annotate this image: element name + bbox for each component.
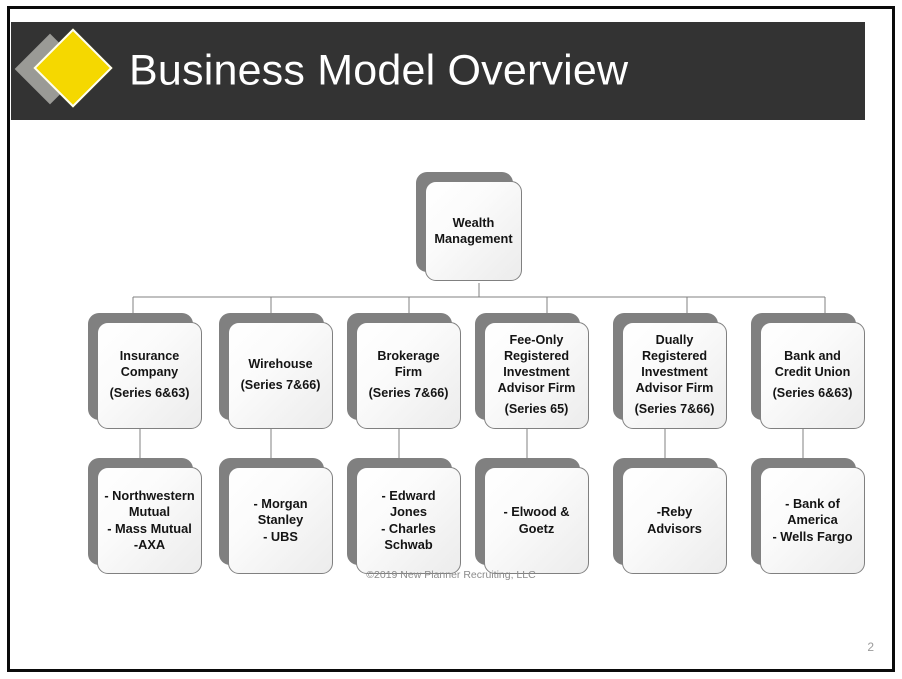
- node-face: - Bank of America - Wells Fargo: [760, 467, 865, 574]
- node-bank-credit-union[interactable]: Bank and Credit Union (Series 6&63): [751, 313, 865, 429]
- node-label: Bank and Credit Union (Series 6&63): [766, 349, 859, 402]
- node-title: Insurance Company: [119, 349, 180, 379]
- node-face: Brokerage Firm (Series 7&66): [356, 322, 461, 429]
- node-label: Wealth Management: [434, 214, 513, 246]
- page-number: 2: [867, 640, 874, 654]
- node-insurance-company[interactable]: Insurance Company (Series 6&63): [88, 313, 202, 429]
- node-series: (Series 65): [504, 401, 569, 416]
- node-bank-examples[interactable]: - Bank of America - Wells Fargo: [751, 458, 865, 574]
- node-brokerage-examples[interactable]: - Edward Jones - Charles Schwab: [347, 458, 461, 574]
- node-face: - Northwestern Mutual - Mass Mutual -AXA: [97, 467, 202, 574]
- node-series: (Series 6&63): [109, 385, 190, 400]
- node-label: Brokerage Firm (Series 7&66): [362, 349, 455, 402]
- node-fee-only-examples[interactable]: - Elwood & Goetz: [475, 458, 589, 574]
- node-label: - Morgan Stanley - UBS: [253, 496, 308, 544]
- node-dually-registered-ria[interactable]: Dually Registered Investment Advisor Fir…: [613, 313, 727, 429]
- node-label: Fee-Only Registered Investment Advisor F…: [490, 333, 583, 418]
- node-label: - Northwestern Mutual - Mass Mutual -AXA: [104, 488, 195, 552]
- node-label: - Elwood & Goetz: [503, 504, 570, 536]
- node-title: Dually Registered Investment Advisor Fir…: [635, 333, 714, 395]
- node-series: (Series 6&63): [772, 385, 853, 400]
- node-label: -Reby Advisors: [647, 504, 702, 536]
- node-brokerage-firm[interactable]: Brokerage Firm (Series 7&66): [347, 313, 461, 429]
- node-label: Dually Registered Investment Advisor Fir…: [628, 333, 721, 418]
- node-face: - Elwood & Goetz: [484, 467, 589, 574]
- node-face: Bank and Credit Union (Series 6&63): [760, 322, 865, 429]
- node-series: (Series 7&66): [240, 378, 321, 392]
- node-title: Bank and Credit Union: [774, 349, 851, 379]
- node-title: Fee-Only Registered Investment Advisor F…: [497, 333, 576, 395]
- node-label: - Bank of America - Wells Fargo: [772, 496, 853, 544]
- node-label: Wirehouse (Series 7&66): [234, 357, 327, 394]
- node-series: (Series 7&66): [634, 401, 715, 416]
- node-face: Insurance Company (Series 6&63): [97, 322, 202, 429]
- node-face: - Morgan Stanley - UBS: [228, 467, 333, 574]
- node-title: Wirehouse: [248, 357, 313, 372]
- node-face: Dually Registered Investment Advisor Fir…: [622, 322, 727, 429]
- node-face: Wirehouse (Series 7&66): [228, 322, 333, 429]
- node-label: - Edward Jones - Charles Schwab: [381, 488, 436, 552]
- node-series: (Series 7&66): [368, 385, 449, 400]
- node-dually-registered-examples[interactable]: -Reby Advisors: [613, 458, 727, 574]
- node-label: Insurance Company (Series 6&63): [103, 349, 196, 402]
- node-insurance-examples[interactable]: - Northwestern Mutual - Mass Mutual -AXA: [88, 458, 202, 574]
- slide-header: Business Model Overview: [11, 22, 865, 120]
- footer-copyright: ©2019 New Planner Recruiting, LLC: [366, 569, 536, 581]
- node-face: Wealth Management: [425, 181, 522, 281]
- page-title: Business Model Overview: [129, 46, 629, 95]
- node-wirehouse[interactable]: Wirehouse (Series 7&66): [219, 313, 333, 429]
- node-wirehouse-examples[interactable]: - Morgan Stanley - UBS: [219, 458, 333, 574]
- node-face: -Reby Advisors: [622, 467, 727, 574]
- node-title: Brokerage Firm: [377, 349, 440, 379]
- node-fee-only-ria[interactable]: Fee-Only Registered Investment Advisor F…: [475, 313, 589, 429]
- node-wealth-management[interactable]: Wealth Management: [416, 172, 522, 281]
- node-face: - Edward Jones - Charles Schwab: [356, 467, 461, 574]
- node-face: Fee-Only Registered Investment Advisor F…: [484, 322, 589, 429]
